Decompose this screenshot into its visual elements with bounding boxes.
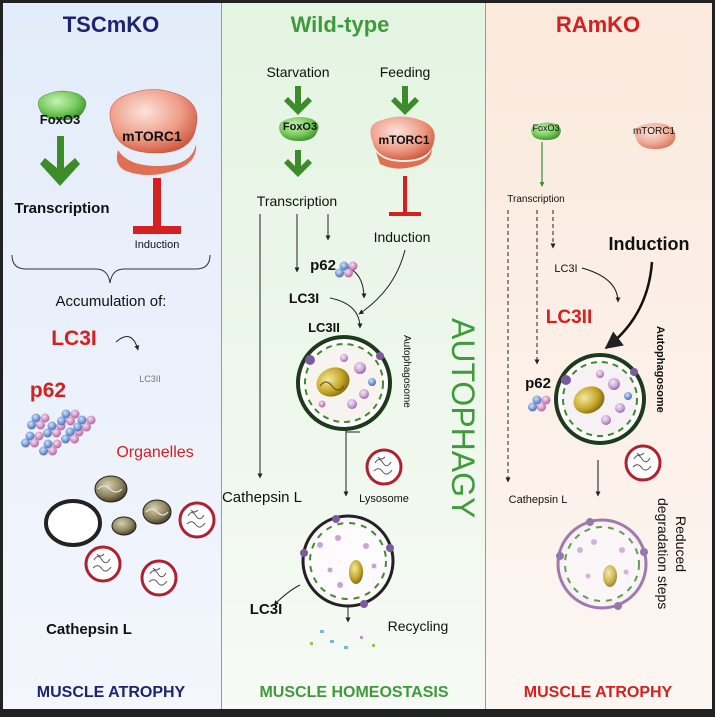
right-lc3i-label: LC3I [554,263,577,275]
right-foxo3-label: FoxO3 [532,123,559,133]
middle-autolysosome-icon [300,514,395,608]
middle-lc3ii-label: LC3II [308,320,340,335]
right-mtorc1-icon [634,123,676,149]
left-induction-label: Induction [135,239,180,251]
left-title: TSCmKO [63,12,160,37]
left-foxo3-label: FoxO3 [40,112,80,127]
middle-p62-label: p62 [310,257,336,274]
right-arrows [581,261,654,497]
middle-arrows [257,214,406,623]
left-lc3i-label: LC3I [51,327,97,350]
left-inhibition-icon [133,178,181,234]
middle-recycled-particles-icon [310,630,375,649]
middle-starvation-label: Starvation [266,64,329,80]
middle-footer: MUSCLE HOMEOSTASIS [259,684,448,701]
left-mtorc1-label: mTORC1 [122,128,182,144]
middle-lc3i-label: LC3I [289,290,319,306]
left-green-arrow-icon [40,136,80,186]
middle-title: Wild-type [291,12,390,37]
right-cathepsin-label: Cathepsin L [509,494,568,506]
left-lc3-arrow [115,336,140,351]
middle-feeding-label: Feeding [380,64,431,80]
right-autophagosome-icon [554,353,646,445]
middle-autophagy-label: AUTOPHAGY [445,318,481,518]
right-autophagosome-label: Autophagosome [654,326,666,413]
right-autolysosome-icon [556,518,648,610]
middle-lc3i-bottom-label: LC3I [250,601,283,618]
right-lc3ii-label: LC3II [546,307,592,328]
middle-autophagosome-icon [296,335,392,431]
middle-lysosome-label: Lysosome [359,493,409,505]
middle-autophagosome-label: Autophagosome [401,335,412,408]
right-induction-label: Induction [609,234,690,254]
middle-mtorc1-icon [370,116,435,169]
right-footer: MUSCLE ATROPHY [524,684,673,701]
right-dashed-arrows [505,210,556,483]
right-mtorc1-label: mTORC1 [633,126,675,137]
right-transcription-label: Transcription [507,194,564,205]
left-footer: MUSCLE ATROPHY [37,684,186,701]
left-mtorc1-icon [109,89,198,175]
right-foxo3-icon [531,122,561,140]
middle-inhibition-icon [389,176,421,216]
left-p62-label: p62 [30,379,66,402]
left-organelles-label: Organelles [116,444,193,461]
middle-green-arrows-icon [284,86,419,177]
left-organelles-icon [44,475,172,547]
middle-recycling-label: Recycling [388,618,449,634]
left-transcription-label: Transcription [14,200,109,217]
right-title: RAmKO [556,12,640,37]
middle-lysosome-icon [365,448,403,486]
right-lysosome-icon [624,444,662,482]
right-reduced-line2: degradation steps [655,498,671,609]
middle-cathepsin-label: Cathepsin L [222,489,302,506]
middle-induction-label: Induction [374,229,431,245]
right-reduced-line1: Reduced [673,516,689,572]
left-brace [11,254,211,284]
middle-mtorc1-label: mTORC1 [378,133,429,147]
right-p62-label: p62 [525,375,551,392]
middle-foxo3-label: FoxO3 [283,121,317,133]
left-foxo3-icon [38,90,87,121]
left-lc3ii-label: LC3II [139,374,161,384]
middle-transcription-label: Transcription [257,193,337,209]
left-accumulation-label: Accumulation of: [56,293,167,310]
left-cathepsin-label: Cathepsin L [46,621,132,638]
middle-foxo3-icon [279,117,319,141]
